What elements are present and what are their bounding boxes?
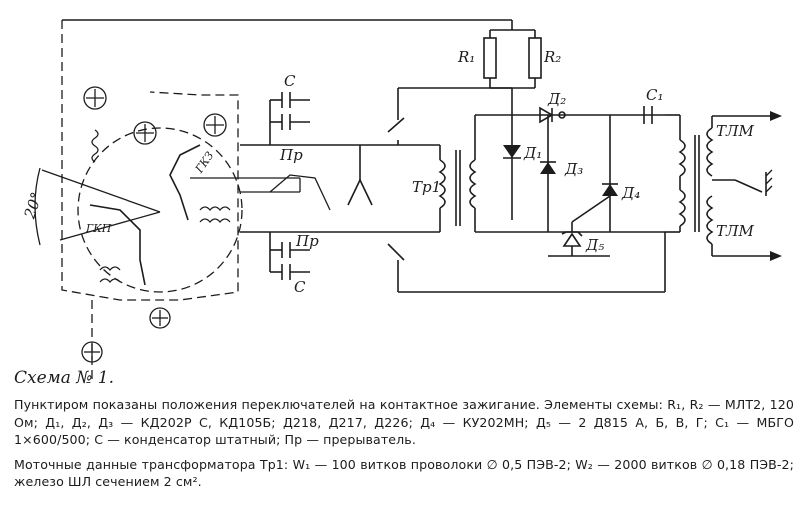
spring-icon — [91, 129, 99, 163]
thyristor-gate — [571, 195, 611, 223]
resistor-r2 — [528, 37, 542, 79]
tr1-label: Тр1 — [412, 178, 441, 196]
screw-terminal — [203, 113, 227, 137]
caption-paragraph-transformer: Моточные данные трансформатора Тр1: W₁ —… — [14, 456, 794, 490]
screw-terminal — [83, 86, 107, 110]
dashed-disc — [77, 127, 243, 293]
output-coils: ТЛМ ТЛМ — [665, 111, 782, 261]
thyristor-d4 — [602, 184, 618, 196]
screw-terminal — [149, 307, 171, 329]
r2-label: R₂ — [543, 48, 561, 66]
zener-d5 — [562, 232, 582, 247]
ground-switch — [734, 179, 763, 193]
main-wiring: C Пр Пр C Тр1 — [240, 72, 666, 296]
tlm-bottom-label: ТЛМ — [716, 222, 755, 240]
gkz-label: ГКЗ — [192, 149, 216, 176]
angle-label: 20° — [20, 190, 46, 222]
pr-top-label: Пр — [279, 146, 303, 164]
tlm-coil-top — [678, 139, 686, 177]
fork-switch — [347, 178, 373, 206]
switch-top — [387, 117, 405, 133]
tr1-primary-coil — [438, 159, 446, 209]
angle-line-upper — [41, 169, 161, 213]
schematic-caption: Схема № 1. Пунктиром показаны положения … — [14, 368, 794, 491]
dashed-housing — [61, 20, 239, 301]
c-bottom-label: C — [294, 278, 306, 296]
d2-label: Д₂ — [547, 90, 566, 108]
contact-coil-icon — [199, 206, 231, 224]
switch-bottom — [387, 243, 405, 261]
circuit-schematic: 20° ГКЗ ГКП — [20, 19, 782, 380]
d3-label: Д₃ — [564, 160, 583, 178]
c1-label: C₁ — [646, 86, 664, 104]
angle-line-lower — [59, 211, 161, 241]
r1-label: R₁ — [457, 48, 475, 66]
diode-d1 — [503, 145, 521, 158]
pr-bottom-label: Пр — [295, 232, 319, 250]
caption-paragraph-components: Пунктиром показаны положения переключате… — [14, 397, 794, 447]
angle-arc — [34, 167, 41, 246]
c-top-label: C — [284, 72, 296, 90]
resistor-r1 — [483, 37, 497, 79]
diode-d3 — [540, 162, 556, 174]
diode-network: Д₁ Д₂ Д₃ Д₄ Д₅ C₁ — [503, 86, 665, 257]
d4-label: Д₄ — [621, 184, 640, 202]
screw-terminal — [133, 121, 157, 145]
d1-label: Д₁ — [523, 144, 542, 162]
tlm-coil-bottom — [678, 189, 686, 227]
diode-d2 — [539, 106, 554, 124]
top-wiring: R₁ R₂ — [62, 19, 561, 89]
caption-title: Схема № 1. — [14, 368, 114, 388]
tlm-top-label: ТЛМ — [716, 122, 755, 140]
gkp-label: ГКП — [85, 222, 112, 235]
gkz-contact-arm — [169, 144, 201, 221]
contact-coil-icon — [99, 266, 121, 284]
d5-label: Д₅ — [585, 236, 604, 254]
tr1-secondary-coil — [469, 159, 477, 209]
cam-lever — [269, 174, 331, 211]
gkp-contact-arm — [89, 204, 146, 286]
